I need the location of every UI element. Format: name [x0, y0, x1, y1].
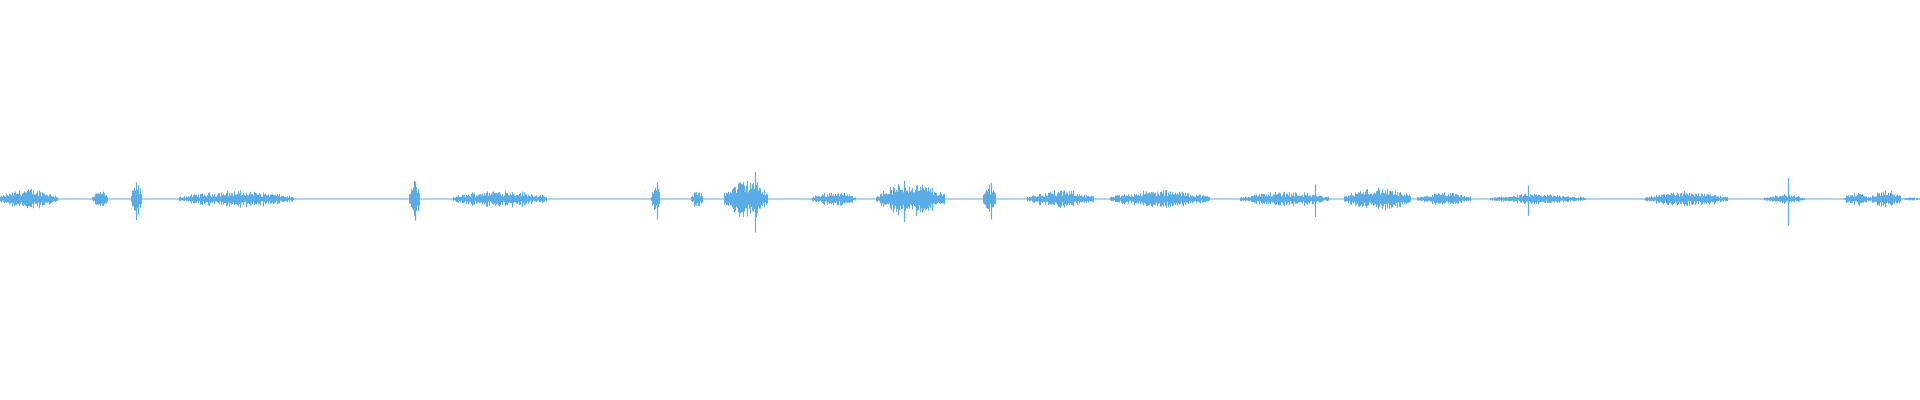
waveform-envelope: [0, 181, 1920, 218]
waveform-samples: [0, 172, 1920, 233]
